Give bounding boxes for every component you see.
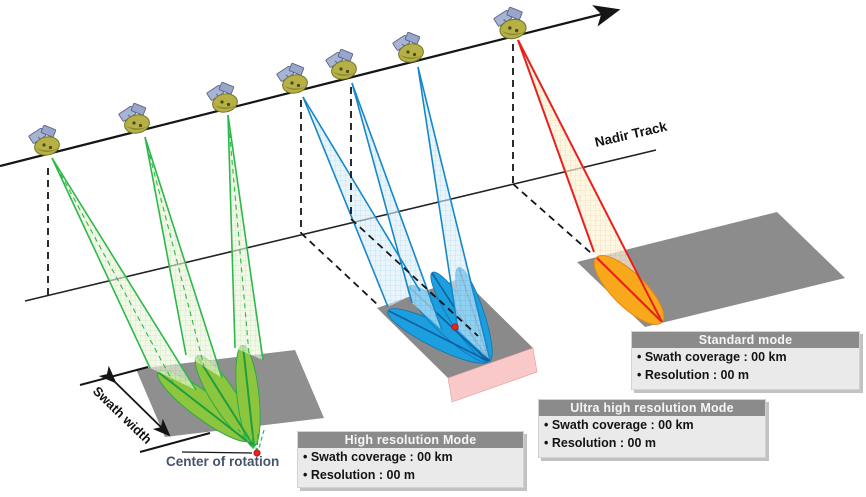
- ground-range-diagonal: [512, 183, 592, 254]
- satellite-icon: [118, 102, 152, 136]
- ultra-high-resolution-mode-group: [302, 66, 538, 403]
- ground-slab-pink-face: [447, 347, 538, 403]
- nadir-track-line: [24, 149, 657, 302]
- mode-box-line: • Swath coverage : 00 km: [637, 350, 787, 364]
- swath-upper-line: [79, 366, 149, 386]
- footprint-axes-green: [157, 345, 255, 447]
- satellite-constellation: [28, 6, 529, 158]
- swath-width-label: Swath width: [90, 383, 155, 447]
- mode-box-line: • Resolution : 00 m: [303, 468, 416, 482]
- standard-mode-group: [517, 39, 845, 327]
- dashed-construction-lines: [47, 44, 592, 337]
- mode-box-line: • Resolution : 00 m: [637, 368, 750, 382]
- high-resolution-mode-group: Swath width: [51, 114, 324, 457]
- center-of-rotation-label: Center of rotation: [166, 454, 280, 469]
- ground-range-diagonal: [350, 218, 479, 337]
- satellite-icon: [206, 81, 240, 115]
- beam-steering-center-dot: [451, 323, 459, 331]
- beam-edges-green: [51, 114, 264, 391]
- radar-beam: [303, 97, 420, 307]
- mode-box-title: High resolution Mode: [298, 432, 523, 448]
- mode-box-line: • Swath coverage : 00 km: [303, 450, 453, 464]
- center-of-rotation-dot: [253, 449, 261, 457]
- beam-edges-red: [517, 39, 663, 323]
- mode-box-title: Ultra high resolution Mode: [539, 400, 765, 416]
- beam-centerlines-green: [51, 114, 250, 383]
- mode-box-high-resolution: High resolution Mode • Swath coverage : …: [297, 431, 524, 488]
- mode-box-standard: Standard mode • Swath coverage : 00 km •…: [631, 331, 860, 390]
- rotation-converge-lines: [237, 428, 265, 453]
- mode-box-line: • Resolution : 00 m: [544, 436, 657, 450]
- nadir-track-label: Nadir Track: [593, 119, 669, 150]
- beam-edges-blue: [302, 66, 491, 361]
- satellite-icon: [493, 6, 529, 42]
- swath-width-arrow: [98, 365, 171, 437]
- satellite-icon: [276, 62, 310, 96]
- mode-box-line: • Swath coverage : 00 km: [544, 418, 694, 432]
- center-of-rotation-pointer-line: [181, 451, 253, 454]
- swath-lower-line: [139, 432, 211, 453]
- mode-box-ultra-high-resolution: Ultra high resolution Mode • Swath cover…: [538, 399, 766, 458]
- mode-box-title: Standard mode: [632, 332, 859, 348]
- ground-range-diagonal: [300, 232, 380, 307]
